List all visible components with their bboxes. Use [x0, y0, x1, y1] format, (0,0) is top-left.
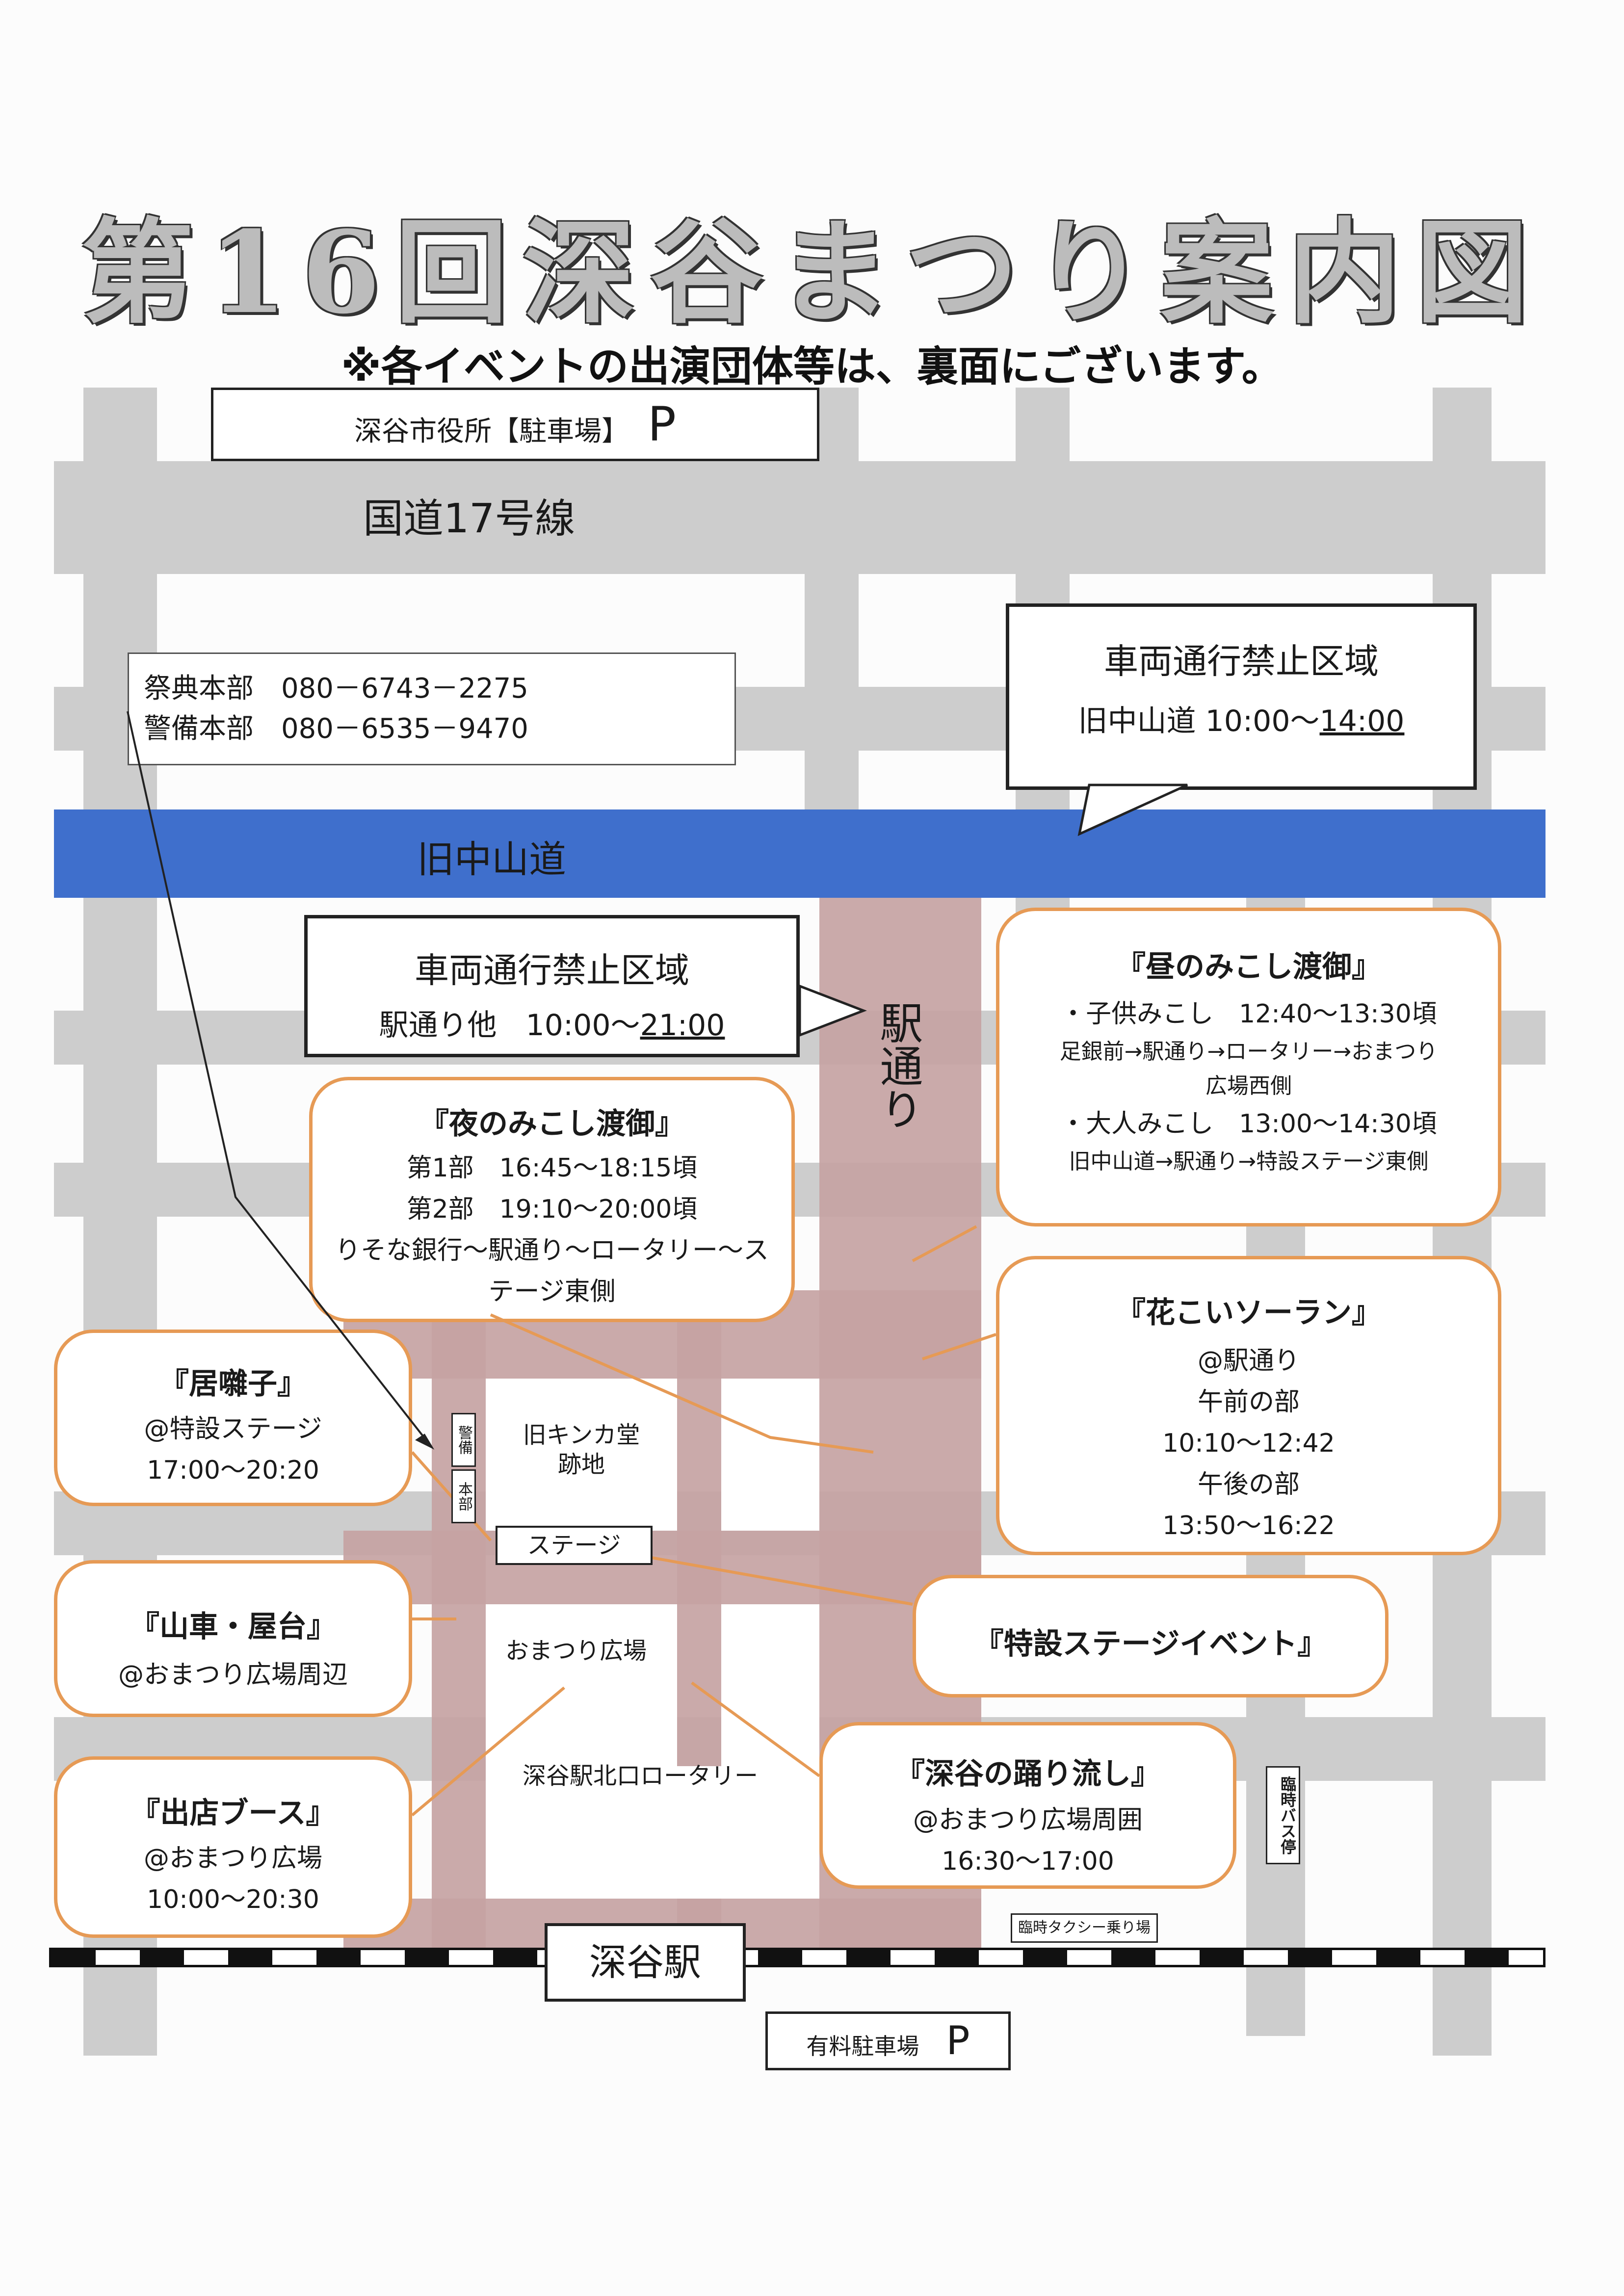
hanakoi-box: 『花こいソーラン』 @駅通り 午前の部 10:10～12:42 午後の部 13:… [996, 1256, 1501, 1555]
hanakoi-pm-time: 13:50～16:22 [1162, 1511, 1335, 1540]
booth-time: 10:00～20:30 [147, 1885, 319, 1914]
map-title: 第16回深谷まつり案内図 [80, 207, 1544, 339]
odori-time: 16:30～17:00 [942, 1847, 1114, 1876]
night-pointer-line [490, 1313, 874, 1454]
block-b2 [721, 1379, 819, 1531]
dashi-title: 『山車・屋台』 [130, 1610, 336, 1644]
nakasendo-road [54, 809, 1545, 898]
hq-pointer-line [127, 711, 433, 1448]
hanakoi-am-label: 午前の部 [1197, 1387, 1300, 1417]
map-subtitle: ※各イベントの出演団体等は、裏面にございます。 [341, 342, 1283, 391]
restriction2-title: 車両通行禁止区域 [415, 950, 689, 991]
contacts-box: 祭典本部 080－6743－2275 警備本部 080－6535－9470 [128, 652, 736, 765]
parking-top-box: 深谷市役所【駐車場】 P [211, 388, 819, 461]
railway-line [49, 1948, 1545, 1967]
kinkado-line2: 跡地 [557, 1451, 605, 1478]
restriction2-tail [798, 984, 867, 1037]
restriction1-time-start: 10:00～ [1205, 704, 1320, 738]
rotary-label: 深谷駅北口ロータリー [523, 1762, 759, 1790]
day-mikoshi-box: 『昼のみこし渡御』 ・子供みこし 12:40～13:30頃 足銀前→駅通り→ロー… [996, 908, 1501, 1226]
bus-stop-label: 臨時バス停 [1266, 1766, 1300, 1864]
stage-label: ステージ [496, 1526, 653, 1565]
night-mikoshi-route1: りそな銀行～駅通り～ロータリー～ス [335, 1236, 769, 1265]
hanakoi-pointer-line [922, 1333, 996, 1360]
nakasendo-label: 旧中山道 [417, 837, 566, 881]
red-road-v1 [432, 1217, 486, 1953]
odori-box: 『深谷の踊り流し』 @おまつり広場周囲 16:30～17:00 [819, 1722, 1236, 1889]
night-mikoshi-title: 『夜のみこし渡御』 [419, 1107, 684, 1141]
omatsuri-hiroba-label: おまつり広場 [505, 1637, 647, 1665]
restriction-nakasendo-box: 車両通行禁止区域 旧中山道 10:00～14:00 [1006, 603, 1477, 790]
day-mikoshi-title: 『昼のみこし渡御』 [1116, 950, 1381, 984]
restriction2-road: 駅通り他 [379, 1008, 497, 1043]
fukaya-station: 深谷駅 [545, 1923, 746, 2002]
restriction-ekidori-box: 車両通行禁止区域 駅通り他 10:00～21:00 [304, 915, 800, 1057]
booth-pointer-line [411, 1686, 565, 1817]
odori-pointer-line [691, 1681, 820, 1777]
restriction1-time-end: 14:00 [1319, 704, 1405, 738]
hq-pointer-arrowhead [415, 1434, 435, 1450]
ibayashi-time: 17:00～20:20 [147, 1456, 319, 1485]
restriction1-road: 旧中山道 [1078, 704, 1196, 738]
kinkado-line1: 旧キンカ堂 [523, 1421, 640, 1449]
restriction2-time-start: 10:00～ [525, 1008, 640, 1043]
parking-bottom-icon: P [946, 2018, 970, 2063]
restriction2-detail: 駅通り他 10:00～21:00 [308, 1001, 796, 1044]
ibayashi-place: @特設ステージ [144, 1414, 322, 1444]
restriction2-time-end: 21:00 [640, 1008, 725, 1043]
restriction1-tail [1077, 783, 1188, 836]
night-mikoshi-part1: 第1部 16:45～18:15頃 [406, 1153, 698, 1183]
day-mikoshi-kids: ・子供みこし 12:40～13:30頃 [1060, 999, 1437, 1029]
hanakoi-place: @駅通り [1197, 1346, 1300, 1376]
restriction1-title: 車両通行禁止区域 [1104, 641, 1379, 681]
security-hq-marker-2: 本部 [451, 1469, 476, 1523]
parking-icon: P [647, 397, 676, 452]
stage-event-box: 『特設ステージイベント』 [913, 1575, 1388, 1697]
parking-bottom-box: 有料駐車場 P [765, 2011, 1011, 2070]
night-mikoshi-part2: 第2部 19:10～20:00頃 [406, 1195, 698, 1224]
block-kinkado [486, 1379, 677, 1531]
road-v2 [805, 388, 859, 829]
kinkado-label: 旧キンカ堂 跡地 [491, 1420, 672, 1479]
route17-label: 国道17号線 [363, 496, 576, 542]
dashi-box: 『山車・屋台』 @おまつり広場周辺 [54, 1560, 412, 1717]
stage-event-title: 『特設ステージイベント』 [974, 1627, 1327, 1661]
taxi-label: 臨時タクシー乗り場 [1011, 1913, 1158, 1943]
contact-security-hq: 警備本部 080－6535－9470 [144, 713, 528, 745]
road-route17 [54, 461, 1545, 574]
booth-box: 『出店ブース』 @おまつり広場 10:00～20:30 [54, 1756, 412, 1938]
block-rotary [486, 1766, 819, 1899]
ibayashi-box: 『居囃子』 @特設ステージ 17:00～20:20 [54, 1330, 412, 1506]
day-mikoshi-kids-route2: 広場西側 [1205, 1073, 1292, 1098]
day-mikoshi-adults: ・大人みこし 13:00～14:30頃 [1060, 1109, 1437, 1139]
dashi-place: @おまつり広場周辺 [118, 1660, 348, 1690]
hanakoi-title: 『花こいソーラン』 [1116, 1296, 1381, 1330]
booth-title: 『出店ブース』 [131, 1796, 336, 1830]
block-hiroba [486, 1604, 677, 1766]
night-mikoshi-box: 『夜のみこし渡御』 第1部 16:45～18:15頃 第2部 19:10～20:… [309, 1077, 795, 1322]
eki-dori-label: 駅通り [873, 1001, 923, 1130]
night-mikoshi-route2: テージ東側 [488, 1277, 616, 1306]
stage-pointer-line [637, 1554, 913, 1606]
day-mikoshi-adults-route: 旧中山道→駅通り→特設ステージ東側 [1069, 1149, 1429, 1174]
parking-bottom-label: 有料駐車場 [806, 2033, 919, 2060]
booth-place: @おまつり広場 [143, 1844, 322, 1873]
contact-festival-hq: 祭典本部 080－6743－2275 [144, 673, 528, 704]
security-hq-marker: 警備 [451, 1413, 476, 1467]
day-mikoshi-kids-route1: 足銀前→駅通り→ロータリー→おまつり [1059, 1039, 1438, 1064]
restriction1-detail: 旧中山道 10:00～14:00 [1009, 697, 1473, 740]
hanakoi-am-time: 10:10～12:42 [1162, 1429, 1335, 1458]
odori-title: 『深谷の踊り流し』 [895, 1757, 1160, 1791]
parking-top-label: 深谷市役所【駐車場】 [354, 416, 629, 447]
hanakoi-pm-label: 午後の部 [1197, 1470, 1300, 1499]
ibayashi-title: 『居囃子』 [159, 1367, 307, 1401]
odori-place: @おまつり広場周囲 [913, 1805, 1143, 1835]
day-pointer-line [912, 1225, 977, 1262]
